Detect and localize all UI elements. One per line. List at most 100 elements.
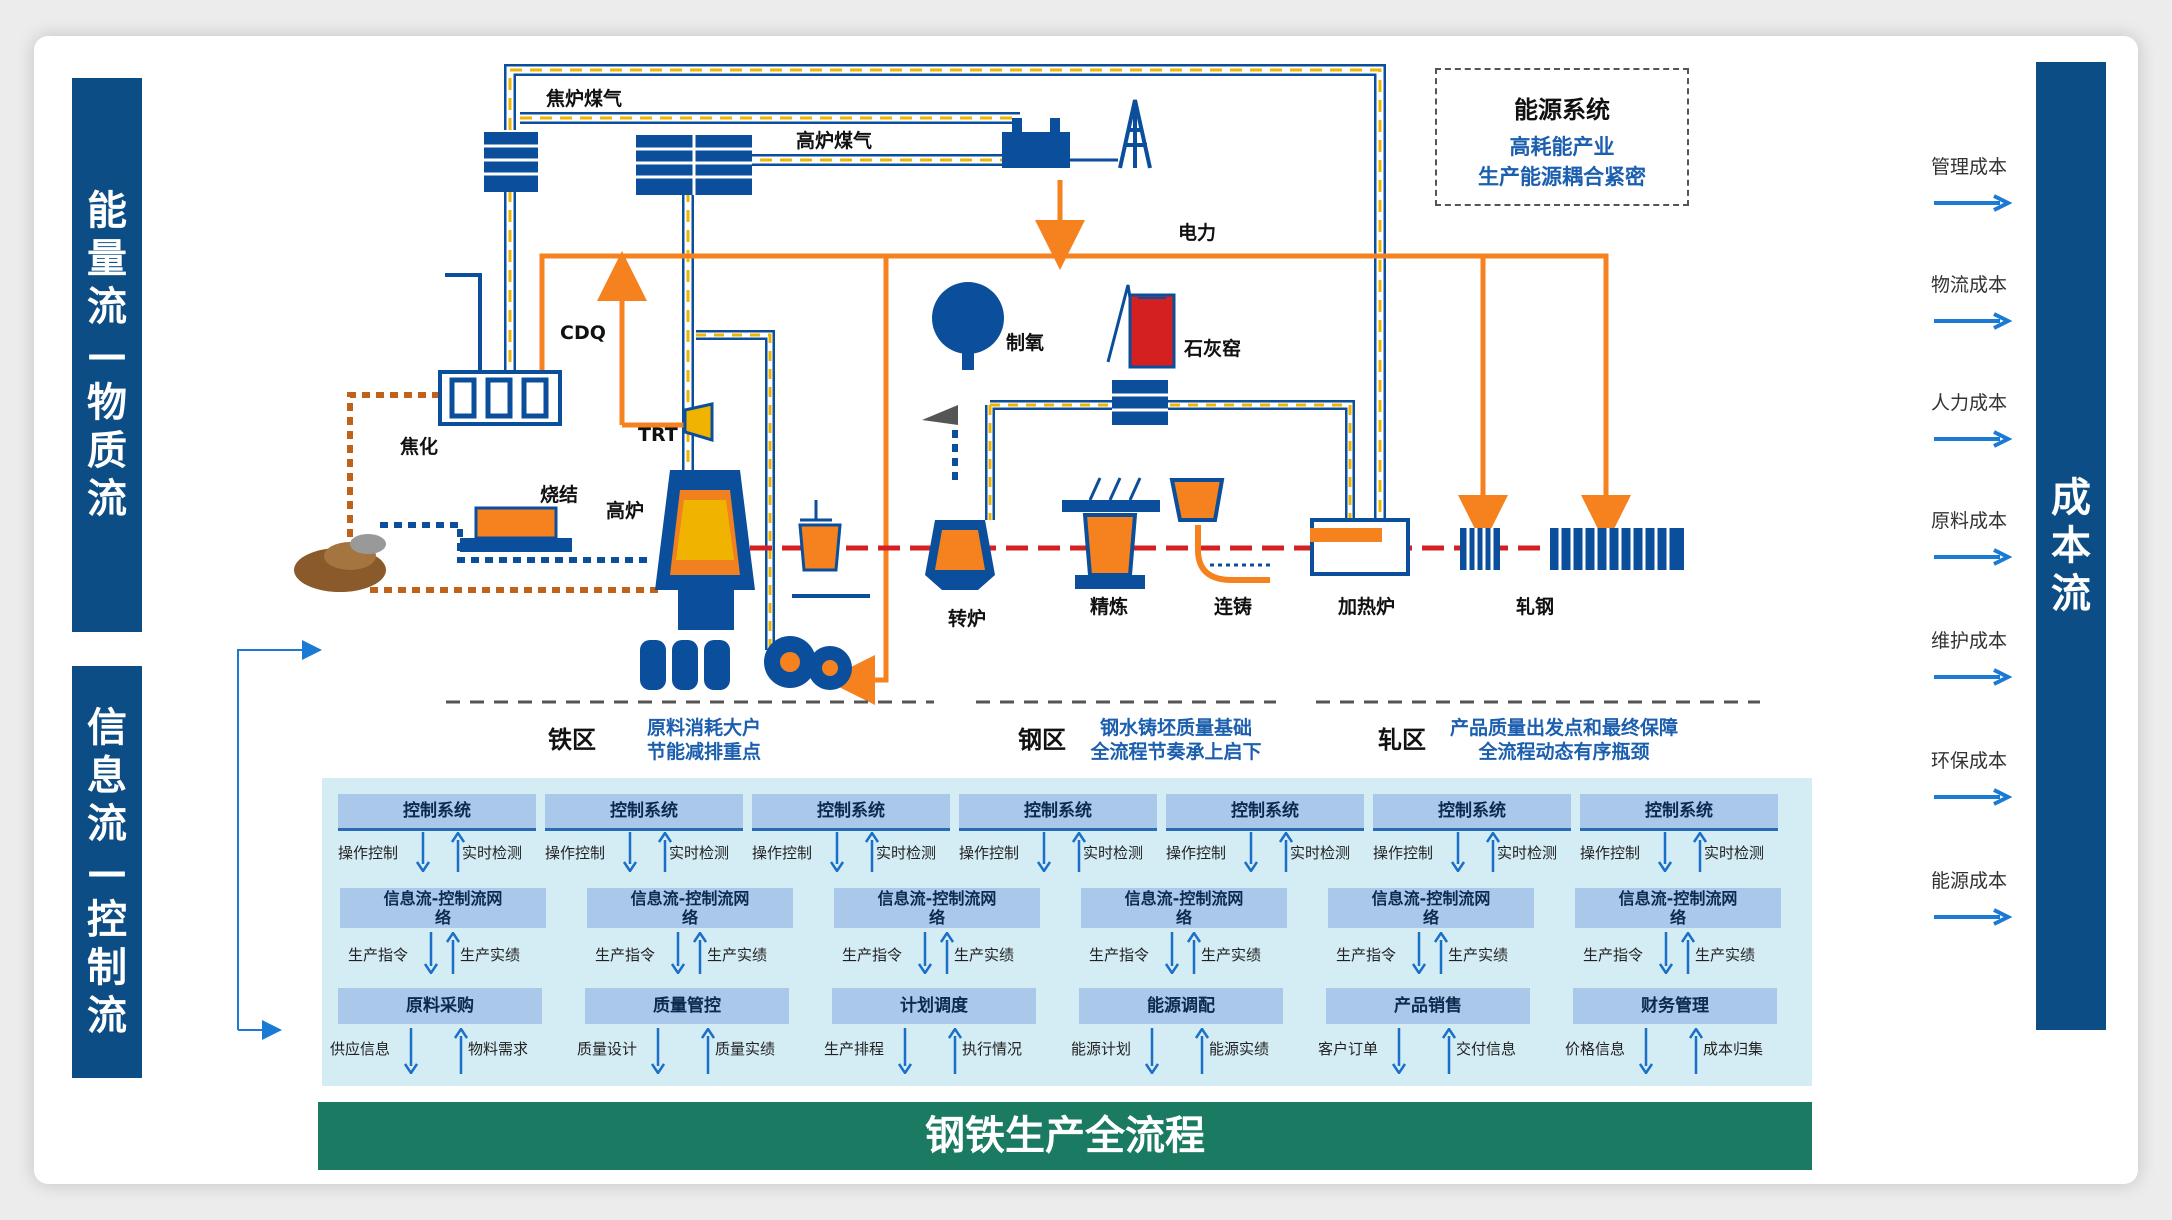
label-coke-gas: 焦炉煤气 bbox=[546, 88, 623, 110]
production-order-label: 生产指令 bbox=[595, 946, 656, 964]
label-casting: 连铸 bbox=[1214, 596, 1253, 618]
down-arrow-icon bbox=[1145, 1028, 1159, 1074]
down-arrow-icon bbox=[1658, 832, 1672, 872]
cost-arrow-icon bbox=[1934, 668, 2012, 686]
down-arrow-icon bbox=[1659, 932, 1673, 974]
up-arrow-icon bbox=[451, 832, 465, 872]
up-arrow-icon bbox=[1279, 832, 1293, 872]
operation-control-label: 操作控制 bbox=[1580, 844, 1641, 862]
zone-iron-name: 铁区 bbox=[548, 726, 596, 754]
control-system-box: 控制系统 bbox=[338, 794, 536, 831]
up-arrow-icon bbox=[1486, 832, 1500, 872]
label-coking: 焦化 bbox=[400, 436, 439, 458]
up-arrow-icon bbox=[940, 932, 954, 974]
cost-arrow-icon bbox=[1934, 548, 2012, 566]
management-left-label: 价格信息 bbox=[1565, 1040, 1626, 1058]
control-system-box: 控制系统 bbox=[1373, 794, 1571, 831]
label-oxygen: 制氧 bbox=[1006, 332, 1045, 354]
label-lime-kiln: 石灰窑 bbox=[1184, 338, 1242, 360]
network-box: 信息流-控制流网络 bbox=[1575, 888, 1781, 928]
bf-gas-holder-icon bbox=[636, 135, 752, 195]
down-arrow-icon bbox=[830, 832, 844, 872]
cost-flow-band: 成本流 bbox=[2036, 62, 2106, 1030]
refining-icon bbox=[1062, 477, 1160, 589]
zone-steel-name: 钢区 bbox=[1018, 726, 1066, 754]
blast-furnace-icon bbox=[655, 470, 755, 630]
energy-system-line1: 高耗能产业 bbox=[1509, 135, 1615, 159]
down-arrow-icon bbox=[1037, 832, 1051, 872]
management-right-label: 物料需求 bbox=[468, 1040, 529, 1058]
up-arrow-icon bbox=[1681, 932, 1695, 974]
realtime-detection-label: 实时检测 bbox=[669, 844, 730, 862]
operation-control-label: 操作控制 bbox=[338, 844, 399, 862]
blue-dotted-feed bbox=[380, 420, 958, 563]
up-arrow-icon bbox=[446, 932, 460, 974]
up-arrow-icon bbox=[1442, 1028, 1456, 1074]
label-blast-furnace: 高炉 bbox=[606, 500, 645, 522]
oxygen-plant-icon bbox=[932, 282, 1004, 370]
down-arrow-icon bbox=[424, 932, 438, 974]
production-order-label: 生产指令 bbox=[1089, 946, 1150, 964]
coke-oven-icon bbox=[438, 273, 562, 426]
zone-iron-desc1: 原料消耗大户 bbox=[646, 717, 761, 739]
cost-arrow-icon bbox=[1934, 194, 2012, 212]
up-arrow-icon bbox=[454, 1028, 468, 1074]
management-box: 财务管理 bbox=[1573, 988, 1777, 1024]
management-right-label: 能源实绩 bbox=[1209, 1040, 1270, 1058]
up-arrow-icon bbox=[1689, 1028, 1703, 1074]
production-order-label: 生产指令 bbox=[348, 946, 409, 964]
control-system-box: 控制系统 bbox=[1166, 794, 1364, 831]
trt-turbine-icon bbox=[683, 402, 714, 443]
control-system-box: 控制系统 bbox=[752, 794, 950, 831]
management-right-label: 执行情况 bbox=[962, 1040, 1023, 1058]
up-arrow-icon bbox=[701, 1028, 715, 1074]
down-arrow-icon bbox=[651, 1028, 665, 1074]
operation-control-label: 操作控制 bbox=[752, 844, 813, 862]
control-system-box: 控制系统 bbox=[959, 794, 1157, 831]
operation-control-label: 操作控制 bbox=[1373, 844, 1434, 862]
production-order-label: 生产指令 bbox=[842, 946, 903, 964]
realtime-detection-label: 实时检测 bbox=[1290, 844, 1351, 862]
management-right-label: 交付信息 bbox=[1456, 1040, 1517, 1058]
management-box: 原料采购 bbox=[338, 988, 542, 1024]
up-arrow-icon bbox=[693, 932, 707, 974]
cost-item-label: 管理成本 bbox=[1930, 156, 2007, 178]
label-rolling: 轧钢 bbox=[1516, 596, 1555, 618]
cost-arrow-icon bbox=[1934, 788, 2012, 806]
operation-control-label: 操作控制 bbox=[545, 844, 606, 862]
sinter-machine-icon bbox=[460, 506, 572, 552]
cost-item-label: 能源成本 bbox=[1930, 870, 2007, 892]
production-result-label: 生产实绩 bbox=[954, 946, 1015, 964]
energy-material-band-label: 能量流—物质流 bbox=[87, 188, 127, 522]
label-power: 电力 bbox=[1178, 222, 1217, 244]
down-arrow-icon bbox=[404, 1028, 418, 1074]
rolling-mill-stripes bbox=[1466, 528, 1670, 570]
management-left-label: 生产排程 bbox=[824, 1040, 885, 1058]
ladle-icon bbox=[792, 500, 870, 598]
down-arrow-icon bbox=[898, 1028, 912, 1074]
zone-iron-desc: 原料消耗大户 节能减排重点 bbox=[604, 716, 804, 764]
blower-fan-icon bbox=[764, 636, 852, 690]
power-lines bbox=[539, 180, 1631, 705]
up-arrow-icon bbox=[1693, 832, 1707, 872]
management-box: 能源调配 bbox=[1079, 988, 1283, 1024]
realtime-detection-label: 实时检测 bbox=[1704, 844, 1765, 862]
zone-iron-desc2: 节能减排重点 bbox=[646, 741, 761, 763]
cost-item-label: 环保成本 bbox=[1930, 750, 2007, 772]
down-arrow-icon bbox=[918, 932, 932, 974]
energy-system-box: 能源系统 高耗能产业 生产能源耦合紧密 bbox=[1435, 68, 1689, 206]
energy-material-band: 能量流—物质流 bbox=[72, 78, 142, 632]
operation-control-label: 操作控制 bbox=[1166, 844, 1227, 862]
up-arrow-icon bbox=[1072, 832, 1086, 872]
production-result-label: 生产实绩 bbox=[1201, 946, 1262, 964]
up-arrow-icon bbox=[658, 832, 672, 872]
info-control-band-label: 信息流—控制流 bbox=[87, 705, 127, 1039]
label-refining: 精炼 bbox=[1090, 596, 1129, 618]
management-left-label: 质量设计 bbox=[577, 1040, 638, 1058]
cost-item-label: 人力成本 bbox=[1930, 392, 2007, 414]
down-arrow-icon bbox=[623, 832, 637, 872]
cost-arrow-icon bbox=[1934, 908, 2012, 926]
network-box: 信息流-控制流网络 bbox=[340, 888, 546, 928]
production-order-label: 生产指令 bbox=[1583, 946, 1644, 964]
